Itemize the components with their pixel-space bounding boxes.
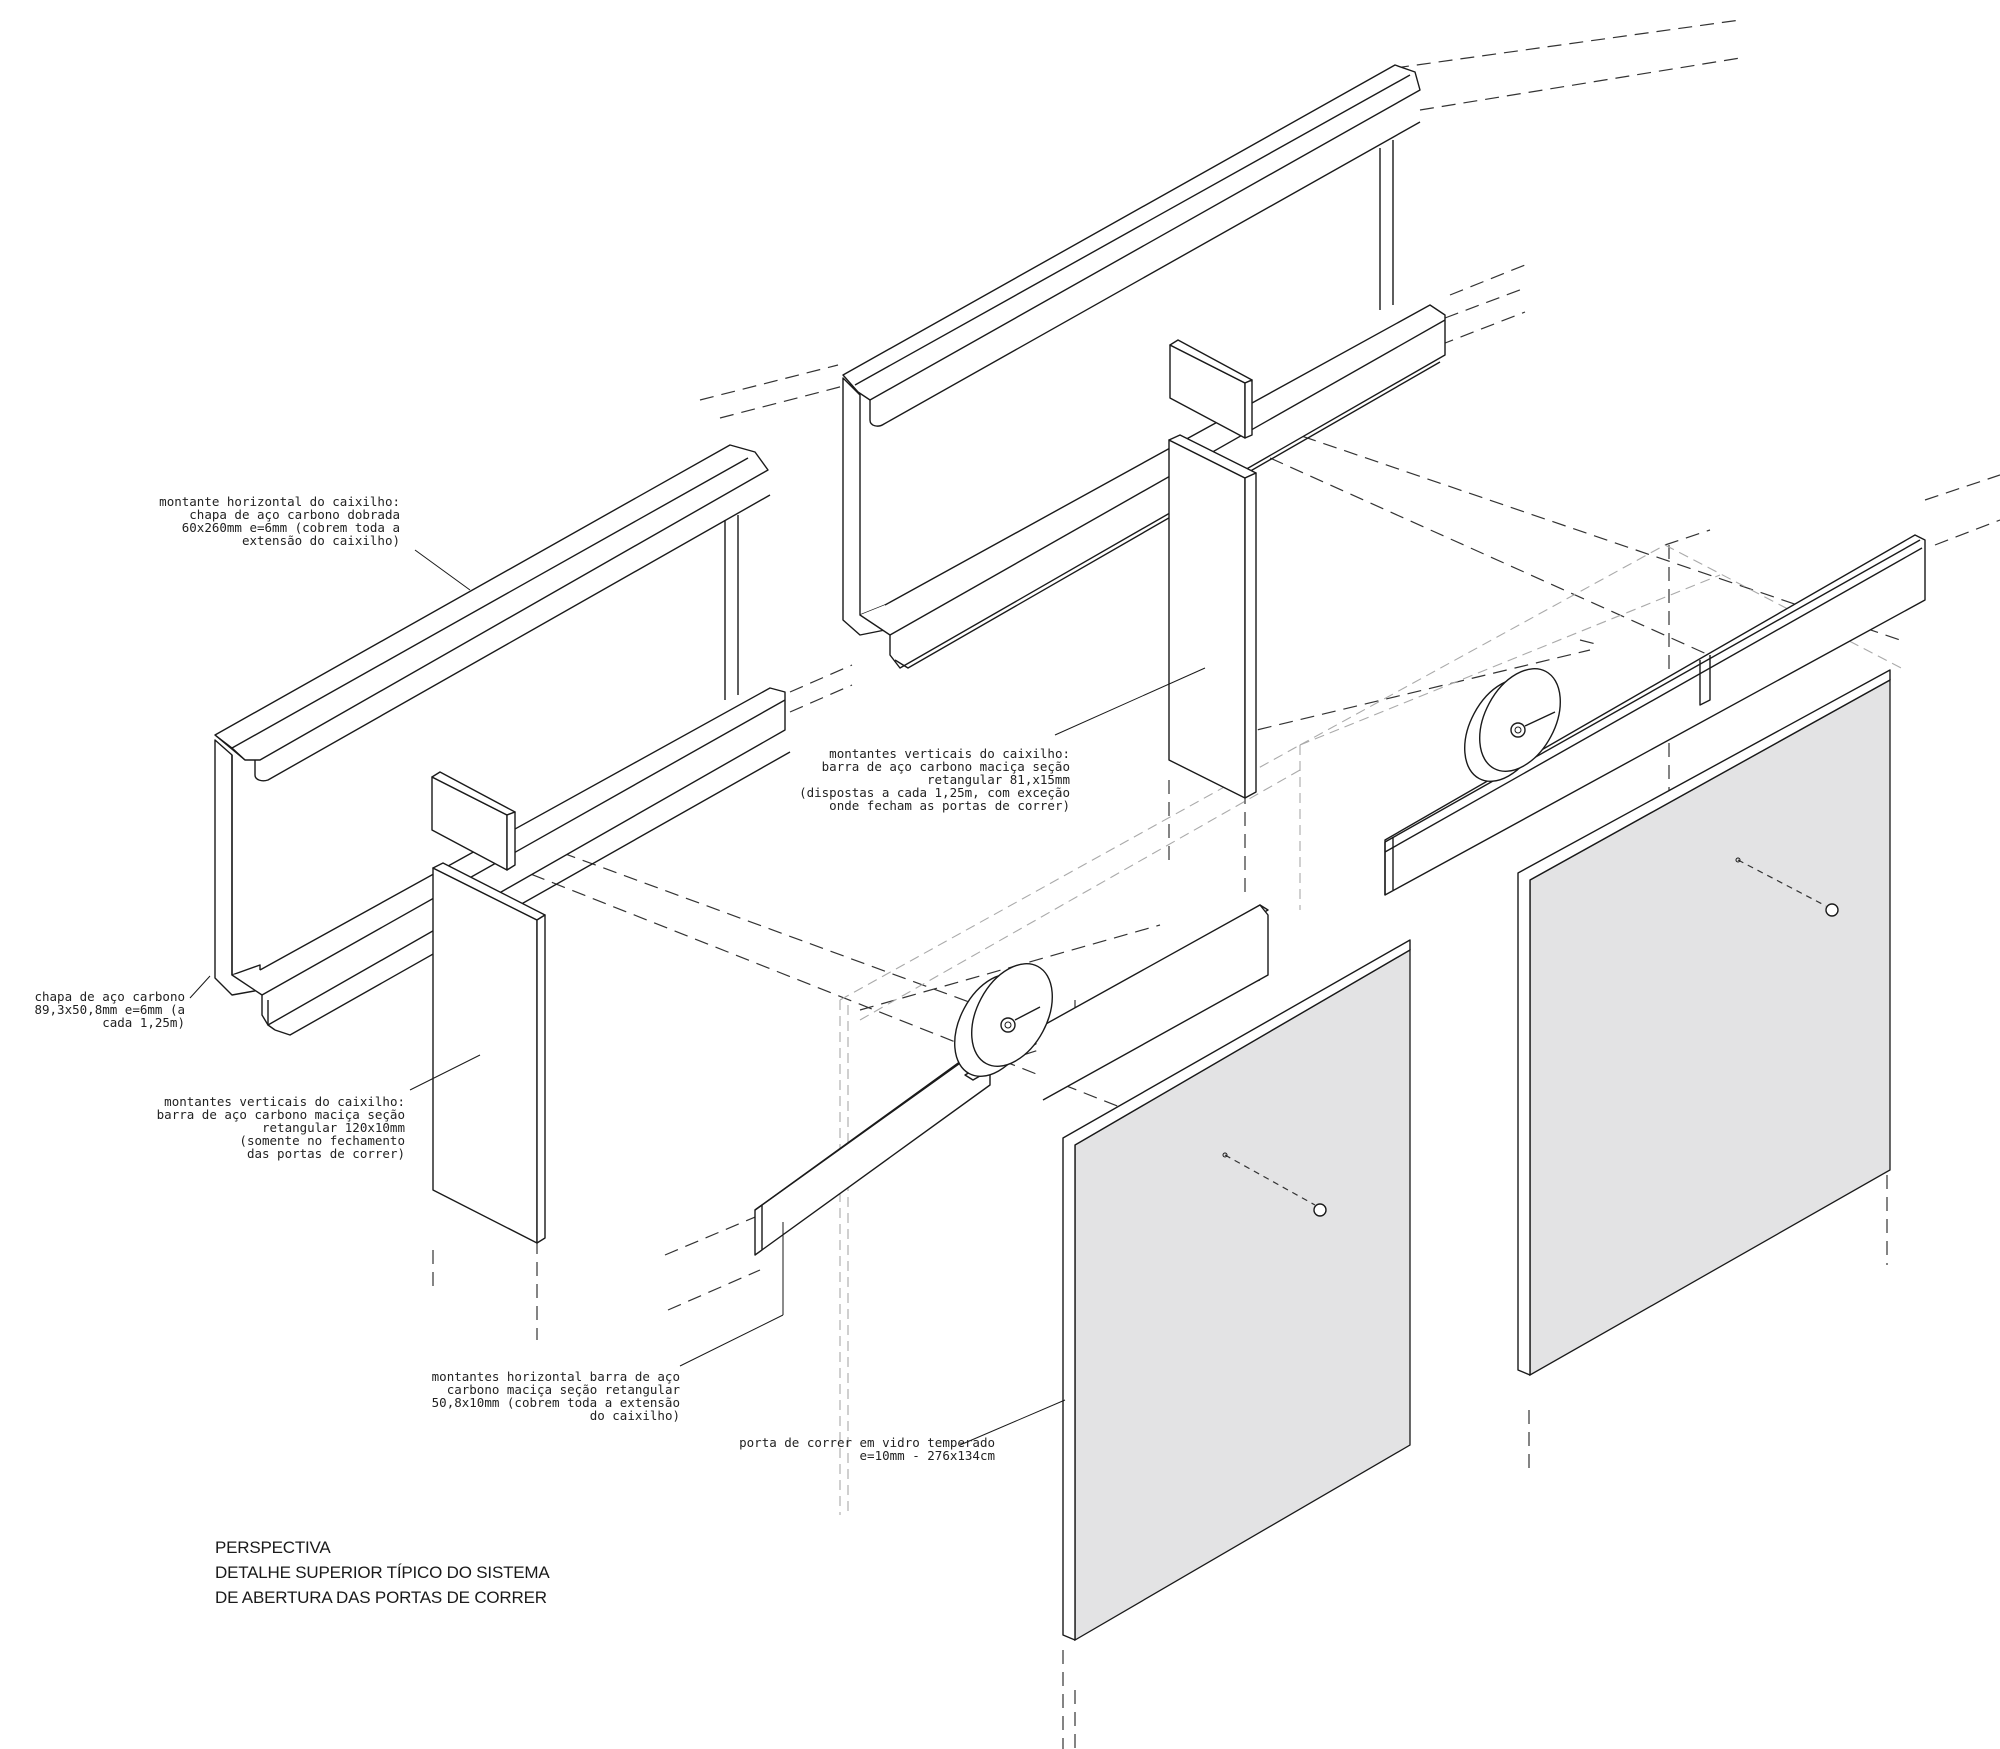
drawing-title: PERSPECTIVA DETALHE SUPERIOR TÍPICO DO S… — [215, 1535, 550, 1610]
label-chapa-aco-carbono: chapa de aço carbono 89,3x50,8mm e=6mm (… — [34, 989, 185, 1030]
label-porta-correr: porta de correr em vidro temperado e=10m… — [739, 1435, 995, 1463]
vertical-mullions — [432, 434, 1257, 1244]
label-montantes-verticais-120: montantes verticais do caixilho: barra d… — [156, 1094, 405, 1161]
label-montante-horizontal: montante horizontal do caixilho: chapa d… — [159, 494, 400, 548]
title-line-1: PERSPECTIVA — [215, 1538, 331, 1557]
title-line-3: DE ABERTURA DAS PORTAS DE CORRER — [215, 1588, 547, 1607]
glass-door-back — [1517, 669, 1891, 1377]
roller-wheel-back — [1464, 668, 1561, 782]
bent-plate-right — [842, 64, 1446, 669]
label-montantes-verticais-81: montantes verticais do caixilho: barra d… — [799, 746, 1070, 813]
label-montantes-horizontal-barra: montantes horizontal barra de aço carbon… — [431, 1369, 680, 1423]
glass-door-front — [1062, 939, 1411, 1642]
bracket-plates — [431, 339, 1253, 871]
roller-wheel-front — [954, 963, 1053, 1077]
leader-lines — [189, 549, 1206, 1446]
horizontal-bar — [754, 1037, 996, 1256]
title-line-2: DETALHE SUPERIOR TÍPICO DO SISTEMA — [215, 1563, 550, 1582]
